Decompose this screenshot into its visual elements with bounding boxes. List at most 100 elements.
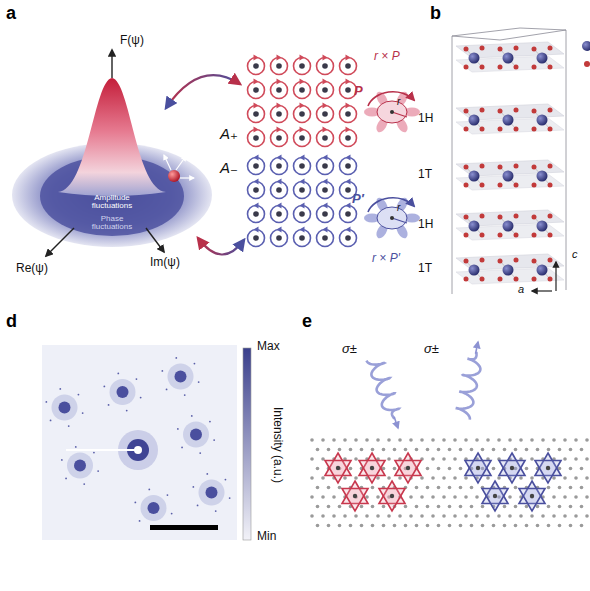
satellite-dot	[181, 447, 183, 449]
lattice-site	[574, 495, 578, 499]
chalcogen-atom	[532, 47, 537, 52]
metal-atom	[469, 115, 480, 126]
chalcogen-atom	[514, 46, 519, 51]
satellite-dot	[103, 385, 105, 387]
lattice-site	[530, 514, 534, 518]
light-helix	[456, 352, 481, 420]
vortex-arrowhead	[277, 79, 282, 85]
vortex-ring	[317, 130, 334, 147]
lattice-site	[585, 457, 589, 461]
vortex-core	[299, 211, 305, 217]
vortex-ring	[271, 158, 288, 175]
vortex-arrowhead	[323, 103, 328, 109]
chalcogen-atom	[548, 183, 553, 188]
scale-bar	[150, 525, 218, 530]
vortex-ring	[340, 206, 357, 223]
lattice-site	[387, 457, 391, 461]
vortex-ring	[248, 206, 265, 223]
vortex-ring	[340, 58, 357, 75]
chalcogen-atom	[532, 233, 537, 238]
satellite-dot	[50, 420, 52, 422]
figure-label: Amplitude fluctuations	[82, 194, 142, 211]
lattice-site	[415, 505, 419, 509]
lattice-site	[316, 486, 320, 490]
lattice-site	[310, 457, 314, 461]
chalcogen-atom	[548, 46, 553, 51]
lattice-site	[585, 438, 589, 442]
propagation-arrow	[476, 342, 478, 354]
lattice-site	[563, 495, 567, 499]
vortex-core	[276, 163, 282, 169]
vortex-core	[276, 187, 282, 193]
lattice-site	[486, 476, 490, 480]
lattice-site	[563, 514, 567, 518]
lattice-site	[409, 514, 413, 518]
vortex-arrowhead	[254, 203, 259, 209]
lattice-site	[437, 486, 441, 490]
vortex-core	[253, 63, 259, 69]
lattice-site	[492, 448, 496, 452]
lattice-site	[387, 438, 391, 442]
chalcogen-atom	[514, 183, 519, 188]
chalcogen-atom	[464, 109, 469, 114]
lattice-site	[382, 524, 386, 528]
vortex-core	[322, 63, 328, 69]
lattice-site	[316, 448, 320, 452]
vortex-arrowhead	[277, 55, 282, 61]
lattice-site	[464, 514, 468, 518]
satellite-dot	[134, 501, 136, 503]
vortex-ring	[294, 158, 311, 175]
chalcogen-atom	[498, 165, 503, 170]
chalcogen-atom	[498, 47, 503, 52]
lattice-site	[558, 505, 562, 509]
vortex-core	[345, 211, 351, 217]
lattice-site	[426, 467, 430, 471]
vortex-ring	[294, 206, 311, 223]
chalcogen-atom	[480, 233, 485, 238]
vortex-ring	[248, 58, 265, 75]
lattice-site	[530, 457, 534, 461]
vortex-ring	[294, 130, 311, 147]
lattice-site	[503, 448, 507, 452]
chalcogen-atom	[532, 259, 537, 264]
vortex-core	[345, 135, 351, 141]
lattice-site	[420, 514, 424, 518]
lattice-site	[398, 514, 402, 518]
vortex-core	[299, 163, 305, 169]
vortex-arrowhead	[323, 179, 328, 185]
lattice-site	[569, 524, 573, 528]
satellite-dot	[93, 452, 95, 454]
lattice-site	[519, 514, 523, 518]
lattice-site	[387, 476, 391, 480]
vortex-arrowhead	[346, 103, 351, 109]
lattice-site	[503, 524, 507, 528]
fluct-arrow	[180, 177, 194, 178]
lattice-site	[437, 448, 441, 452]
vortex-ring	[271, 82, 288, 99]
chalcogen-atom	[532, 183, 537, 188]
star-center	[493, 494, 497, 498]
fluct-arrow	[164, 155, 171, 170]
lattice-site	[508, 438, 512, 442]
chalcogen-atom	[464, 233, 469, 238]
panel-letter: b	[430, 4, 441, 24]
vortex-arrowhead	[346, 227, 351, 233]
vortex-core	[299, 63, 305, 69]
lattice-site	[574, 476, 578, 480]
vortex-ring	[340, 82, 357, 99]
chalcogen-atom	[532, 277, 537, 282]
chalcogen-atom	[548, 127, 553, 132]
star-of-david	[342, 489, 368, 512]
vortex-arrowhead	[346, 127, 351, 133]
lattice-site	[481, 524, 485, 528]
lattice-site	[398, 476, 402, 480]
vortex-arrowhead	[300, 127, 305, 133]
star-center	[546, 466, 550, 470]
vortex-arrowhead	[300, 203, 305, 209]
lattice-site	[569, 467, 573, 471]
color-bar	[243, 348, 251, 540]
lattice-site	[514, 448, 518, 452]
figure-label: 1T	[418, 262, 432, 275]
metal-atom	[537, 115, 548, 126]
lattice-site	[437, 524, 441, 528]
